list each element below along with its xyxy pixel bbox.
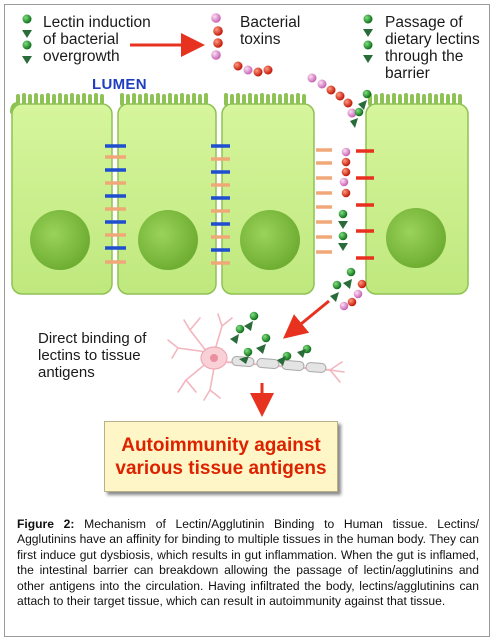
autoimmunity-line: various tissue antigens — [115, 457, 327, 479]
lectin-legend-icon — [22, 14, 32, 64]
autoimmunity-box: Autoimmunity against various tissue anti… — [104, 421, 338, 492]
lectin-induction-line: Lectin induction — [43, 14, 151, 31]
molecules-in-circulation — [330, 267, 367, 311]
lectin-induction-label: Lectin induction of bacterial overgrowth — [43, 14, 151, 65]
passage-label: Passage of dietary lectins through the b… — [385, 14, 480, 82]
lectin-induction-line: overgrowth — [43, 48, 120, 65]
tight-junction — [316, 148, 332, 254]
autoimmunity-line: Autoimmunity against — [121, 434, 321, 456]
caption-prefix: Figure 2: — [17, 517, 75, 531]
epithelial-cell — [10, 93, 113, 295]
passage-line: through the — [385, 48, 464, 65]
circulation-arrow — [283, 299, 330, 339]
epithelial-layer — [10, 93, 469, 295]
neuron-cell — [167, 313, 345, 401]
direct-binding-line: Direct binding of — [38, 330, 147, 347]
figure-frame — [4, 4, 490, 637]
passage-line: dietary lectins — [385, 31, 480, 48]
broken-junction — [356, 149, 374, 260]
epithelial-cell — [117, 93, 217, 295]
passage-line: Passage of — [385, 14, 463, 31]
figure-caption: Figure 2: Mechanism of Lectin/Agglutinin… — [17, 517, 479, 609]
bacterial-toxins-label: Bacterial toxins — [240, 14, 300, 48]
caption-text: Mechanism of Lectin/Agglutinin Binding t… — [17, 517, 479, 609]
bacterial-toxins-line: Bacterial — [240, 14, 301, 31]
bacterial-toxin-trail — [233, 61, 357, 118]
epithelial-cell — [365, 93, 469, 295]
lectin-descending — [350, 89, 372, 128]
epithelial-cell — [221, 93, 315, 295]
lectins-bound-to-tissue — [230, 311, 312, 366]
lumen-label: LUMEN — [92, 76, 147, 93]
tight-junction — [211, 144, 230, 265]
bacterial-toxins-line: toxins — [240, 31, 281, 48]
passage-line: barrier — [385, 65, 430, 82]
lectin-passage-legend-icon — [363, 14, 373, 63]
toxin-legend-icon — [211, 13, 223, 60]
tight-junction — [105, 144, 126, 264]
direct-binding-line: lectins to tissue — [38, 347, 141, 364]
molecules-crossing-barrier — [338, 147, 351, 251]
direct-binding-line: antigens — [38, 364, 95, 381]
direct-binding-label: Direct binding of lectins to tissue anti… — [38, 330, 146, 381]
lectin-induction-line: of bacterial — [43, 31, 119, 48]
